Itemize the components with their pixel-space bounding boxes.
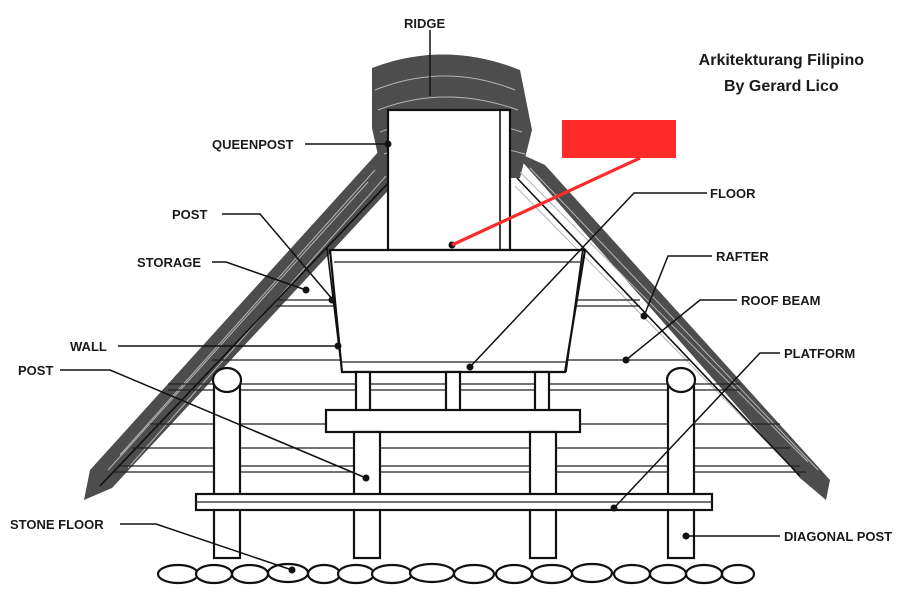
label-wall: WALL xyxy=(70,339,107,354)
label-rafter: RAFTER xyxy=(716,249,769,264)
labels: RIDGE QUEENPOST POST STORAGE WALL POST S… xyxy=(10,16,892,544)
leader-lines xyxy=(60,30,780,574)
label-post-upper: POST xyxy=(172,207,207,222)
label-queenpost: QUEENPOST xyxy=(212,137,294,152)
label-floor: FLOOR xyxy=(710,186,756,201)
credit-title: Arkitekturang Filipino xyxy=(698,52,864,69)
platform xyxy=(194,492,714,512)
storage-posts xyxy=(354,370,551,414)
redaction-pointer xyxy=(451,156,641,247)
storage-box xyxy=(326,247,587,374)
rafter xyxy=(99,177,801,487)
credit-author: By Gerard Lico xyxy=(723,78,839,95)
label-roof-beam: ROOF BEAM xyxy=(741,293,820,308)
queenpost-box xyxy=(386,108,512,252)
label-post-lower: POST xyxy=(18,363,53,378)
floor-plank xyxy=(324,408,582,434)
redaction-box xyxy=(562,120,676,158)
redacted-label xyxy=(451,120,676,247)
stone-floor xyxy=(156,562,756,585)
label-platform: PLATFORM xyxy=(784,346,855,361)
label-diagonal-post: DIAGONAL POST xyxy=(784,529,892,544)
label-storage: STORAGE xyxy=(137,255,201,270)
credit-block: Arkitekturang Filipino By Gerard Lico xyxy=(699,48,864,100)
label-ridge: RIDGE xyxy=(404,16,446,31)
label-stone-floor: STONE FLOOR xyxy=(10,517,104,532)
